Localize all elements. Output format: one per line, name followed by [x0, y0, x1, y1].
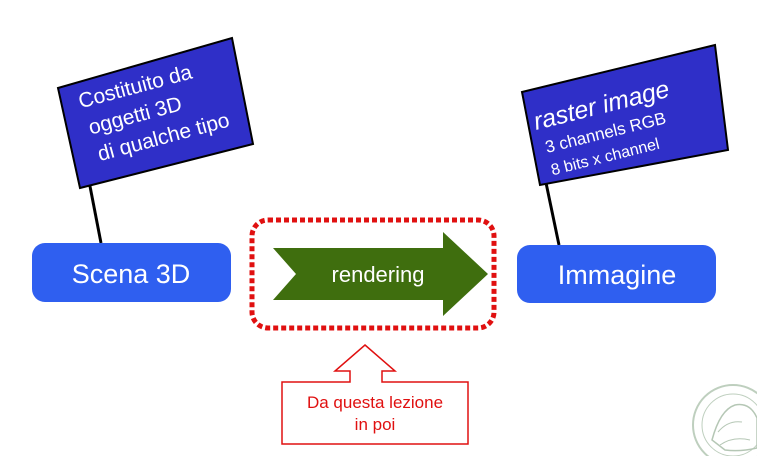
right-flag-pole	[543, 177, 561, 246]
scene-box: Scena 3D	[32, 243, 231, 302]
callout-line-1: Da questa lezione	[307, 393, 443, 412]
rendering-arrow-label: rendering	[332, 262, 425, 287]
image-box-label: Immagine	[558, 260, 677, 290]
callout: Da questa lezione in poi	[281, 344, 469, 445]
dotted-highlight-frame	[249, 217, 497, 331]
rendering-arrow: rendering	[273, 232, 488, 316]
right-flag: raster image 3 channels RGB 8 bits x cha…	[520, 43, 730, 246]
image-box: Immagine	[517, 245, 716, 303]
university-seal-icon	[692, 384, 757, 456]
left-flag-banner	[56, 36, 255, 190]
scene-box-label: Scena 3D	[72, 259, 191, 289]
left-flag: Costituito da oggetti 3D di qualche tipo	[56, 36, 255, 244]
image-box-background	[517, 245, 716, 303]
rendering-arrow-shape	[273, 232, 488, 316]
callout-line-2: in poi	[355, 415, 396, 434]
callout-shape	[281, 344, 469, 445]
right-flag-banner	[520, 43, 730, 187]
scene-box-background	[32, 243, 231, 302]
